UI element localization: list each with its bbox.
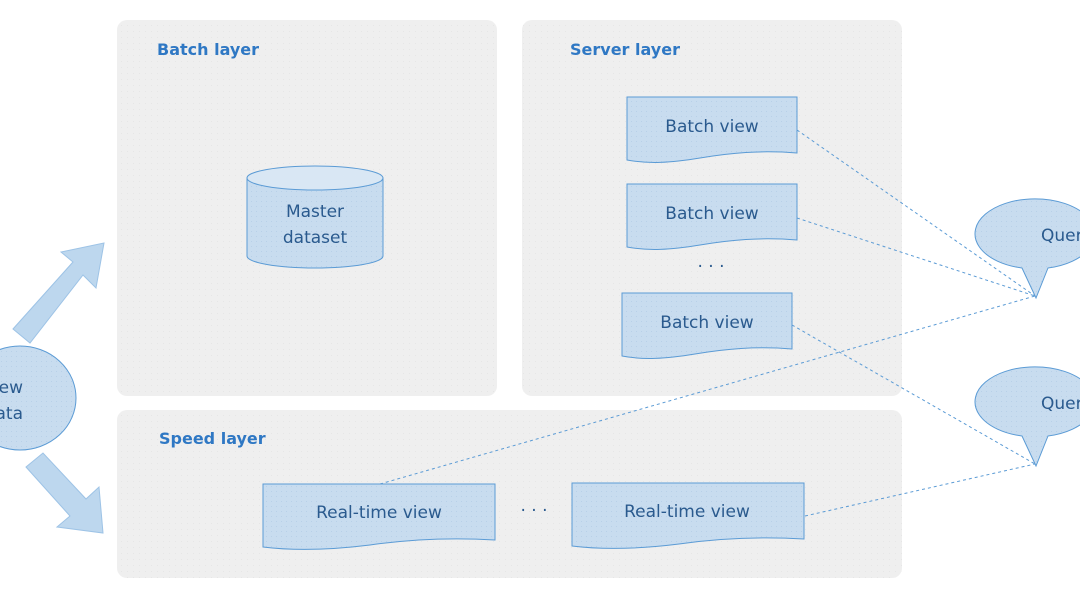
new-data-label-line2: ata: [0, 404, 23, 424]
batch-view-1: Batch view: [626, 96, 798, 163]
batch-view-1-label: Batch view: [665, 117, 759, 137]
realtime-view-2-label: Real-time view: [624, 502, 750, 522]
speed-layer-title: Speed layer: [159, 429, 266, 448]
master-dataset-label-line2: dataset: [283, 228, 348, 248]
connector-batchview3-query2: [791, 324, 1036, 465]
arrow-to-speed-layer: [25, 452, 104, 534]
query-2-label: Quer: [1041, 394, 1080, 414]
new-data-node: ew ata: [0, 345, 77, 451]
realtime-view-1: Real-time view: [262, 483, 496, 550]
new-data-label-line1: ew: [0, 378, 23, 398]
arrow-to-batch-layer: [12, 242, 105, 344]
batch-view-3-label: Batch view: [660, 313, 754, 333]
query-bubble-2: Quer: [974, 366, 1080, 468]
batch-view-2: Batch view: [626, 183, 798, 250]
master-dataset-label-line1: Master: [286, 202, 344, 222]
batch-views-ellipsis: · · ·: [697, 257, 724, 277]
realtime-ellipsis: · · ·: [520, 501, 547, 521]
batch-view-2-label: Batch view: [665, 204, 759, 224]
batch-layer-title: Batch layer: [157, 40, 259, 59]
query-1-label: Quer: [1041, 226, 1080, 246]
connector-batchview1-query1: [796, 129, 1036, 297]
server-layer-title: Server layer: [570, 40, 680, 59]
master-dataset-cylinder: Master dataset: [246, 165, 384, 269]
realtime-view-2: Real-time view: [571, 482, 805, 549]
batch-view-3: Batch view: [621, 292, 793, 359]
query-bubble-1: Quer: [974, 198, 1080, 300]
realtime-view-1-label: Real-time view: [316, 503, 442, 523]
